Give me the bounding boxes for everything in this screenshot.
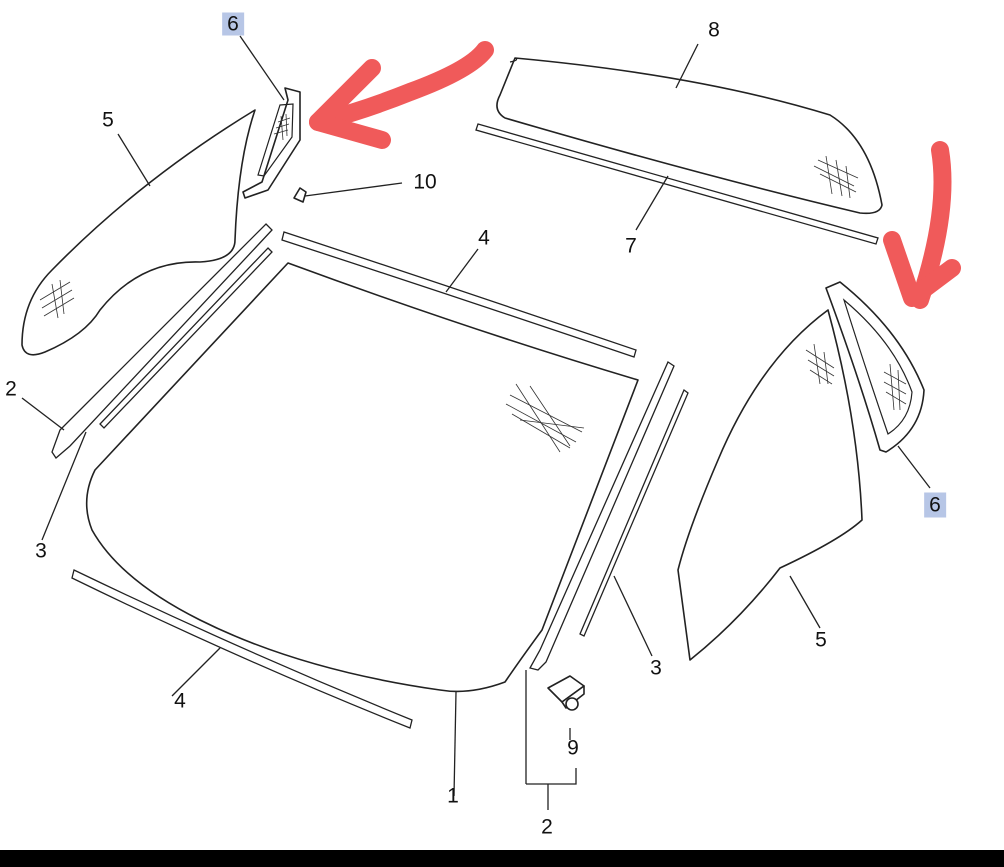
callout-strip-right: 3 [650, 656, 662, 680]
callout-molding-left: 2 [5, 377, 17, 401]
leader-lines [21, 35, 931, 810]
arrow-left-vent-head [309, 59, 391, 149]
callout-vent-left: 6 [222, 12, 244, 36]
bottom-black-bar [0, 850, 1004, 867]
callout-clip: 9 [567, 736, 579, 760]
arrow-right-vent-head [883, 231, 961, 307]
vent-window-right [825, 281, 925, 453]
callout-seal-top: 4 [478, 226, 490, 250]
callout-windshield: 1 [447, 784, 459, 808]
rear-glass [496, 57, 883, 215]
door-window-left [21, 109, 256, 356]
arrow-left-vent [309, 41, 494, 131]
callout-window-right: 5 [815, 628, 827, 652]
callout-rear-strip: 7 [625, 234, 637, 258]
callout-rear-glass: 8 [708, 18, 720, 42]
fastener [293, 187, 307, 203]
windshield [85, 262, 639, 693]
a-pillar-molding-right [529, 361, 675, 671]
callout-vent-right: 6 [924, 492, 946, 518]
callout-strip-left: 3 [35, 539, 47, 563]
door-window-right [677, 309, 863, 661]
callout-molding-bottom: 2 [541, 815, 553, 839]
vent-window-left [242, 87, 301, 199]
clip [547, 675, 585, 711]
top-seal [281, 231, 637, 358]
a-pillar-strip-left [99, 247, 273, 429]
callout-window-left: 5 [102, 108, 114, 132]
a-pillar-molding-left [51, 223, 273, 459]
callout-seal-bottom: 4 [174, 689, 186, 713]
bottom-seal [71, 569, 413, 729]
callout-fastener: 10 [413, 170, 437, 194]
annotation-arrows [309, 41, 961, 309]
rear-strip [475, 123, 879, 245]
a-pillar-strip-right [579, 388, 689, 637]
